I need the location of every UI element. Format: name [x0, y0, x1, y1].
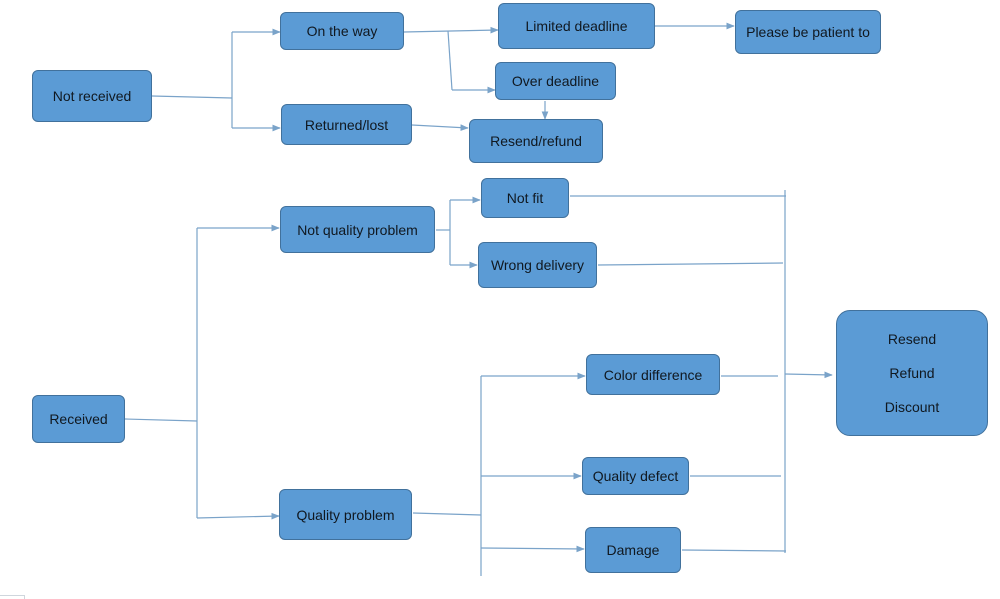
node-on-the-way: On the way [280, 12, 404, 50]
connector-quality-problem [412, 512, 482, 516]
node-over-deadline: Over deadline [495, 62, 616, 100]
outcome-resend: Resend [887, 331, 937, 347]
arrow-to-damage [480, 545, 585, 553]
connector-on-the-way-down [447, 30, 453, 91]
page-corner-mark [0, 595, 25, 599]
node-resend-refund: Resend/refund [469, 119, 603, 163]
node-not-received: Not received [32, 70, 152, 122]
arrow-to-quality-problem [196, 512, 280, 520]
node-color-difference: Color difference [586, 354, 720, 395]
node-received: Received [32, 395, 125, 443]
connector-received [124, 418, 198, 422]
node-not-fit: Not fit [481, 178, 569, 218]
connector-damage [681, 549, 787, 552]
node-damage: Damage [585, 527, 681, 573]
arrow-returned-to-resend [411, 124, 469, 131]
arrow-to-limited-deadline [403, 26, 499, 34]
node-quality-problem: Quality problem [279, 489, 412, 540]
node-outcome: Resend Refund Discount [836, 310, 988, 436]
node-wrong-delivery: Wrong delivery [478, 242, 597, 288]
connector-not-received [151, 95, 233, 99]
node-quality-defect: Quality defect [582, 457, 689, 495]
arrow-to-outcome [784, 371, 833, 379]
outcome-refund: Refund [889, 365, 935, 381]
node-please-be-patient: Please be patient to [735, 10, 881, 54]
outcome-discount: Discount [884, 399, 940, 415]
node-returned-lost: Returned/lost [281, 104, 412, 145]
connector-wrong-delivery [597, 262, 784, 266]
node-limited-deadline: Limited deadline [498, 3, 655, 49]
node-not-quality-problem: Not quality problem [280, 206, 435, 253]
